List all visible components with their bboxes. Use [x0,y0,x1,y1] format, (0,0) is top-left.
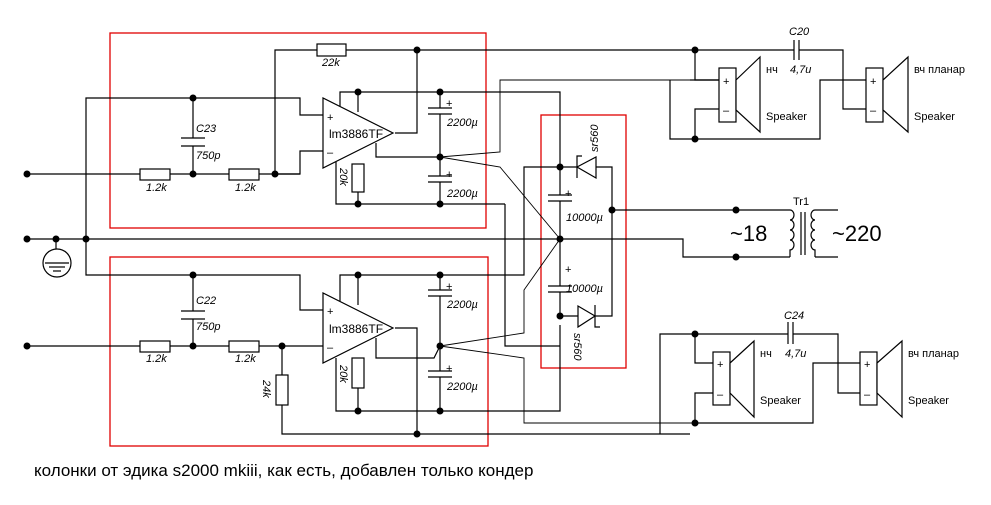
opamp-top-plus: + [327,112,333,124]
tweeter-top-plus: + [870,76,876,88]
label-c24: C24 [784,310,804,322]
woofer-bot-minus: – [717,389,724,401]
label-woofer-top: нч [766,64,778,76]
label-woofer-bottom: нч [760,348,772,360]
cap-psu2-plus: + [565,264,571,276]
opamp-bot-minus: – [327,342,334,354]
resistor-bot-r1 [139,340,171,353]
label-top-r2: 1.2k [235,182,256,194]
label-speaker-tweeter-bottom: Speaker [908,395,949,407]
label-c23-value: 750p [196,150,220,162]
label-speaker-tweeter-top: Speaker [914,111,955,123]
label-c24-value: 4,7u [785,348,806,360]
label-top-r1: 1.2k [146,182,167,194]
label-opamp-bottom: lm3886TF [329,322,383,336]
resistor-top-20k [351,163,365,193]
label-secondary-voltage: ~18 [730,221,767,246]
resistor-bot-r2 [228,340,260,353]
label-c20: C20 [789,26,810,38]
label-diode-top: sr560 [589,124,601,152]
label-primary-voltage: ~220 [832,221,882,246]
label-psu-cap-top: 10000µ [566,212,603,224]
opamp-bottom [322,292,395,364]
label-tr1: Tr1 [793,196,809,208]
cap-psu1-plus: + [565,188,571,200]
diode-sr560-top [575,156,597,180]
input-wires [27,97,560,347]
label-opamp-top: lm3886TF [329,127,383,141]
label-tweeter-bottom: вч планар [908,348,959,360]
resistor-top-r1 [139,168,171,181]
cap-bot1-plus: + [446,281,452,293]
tweeter-top-minus: – [870,105,877,117]
tweeter-bot-plus: + [864,359,870,371]
psu-box [540,114,627,369]
label-bot-20k: 20k [337,364,349,383]
channel-bottom-box [109,256,489,447]
ground-symbol [42,239,72,278]
label-24k: 24k [260,379,272,398]
label-top-c1: 2200µ [446,117,478,129]
resistor-24k [275,374,289,406]
power-supply [548,155,790,329]
label-c22-value: 750p [196,321,220,333]
cap-bot2-plus: + [446,363,452,375]
label-c22: C22 [196,295,216,307]
woofer-bot-plus: + [717,359,723,371]
opamp-top [322,97,395,169]
speakers-bottom [659,322,903,434]
resistor-22k [316,43,347,57]
label-speaker-woofer-top: Speaker [766,111,807,123]
label-bot-r2: 1.2k [235,353,256,365]
woofer-top-plus: + [723,76,729,88]
resistor-bot-20k [351,357,365,389]
cap-top2-plus: + [446,169,452,181]
speakers-top [669,40,909,143]
channel-top-box [109,32,487,229]
label-diode-bottom: sr560 [571,333,583,361]
label-bot-c2: 2200µ [446,381,478,393]
label-bot-r1: 1.2k [146,353,167,365]
cap-top1-plus: + [446,98,452,110]
diode-sr560-bottom [577,304,597,329]
label-psu-cap-bottom: 10000µ [566,283,603,295]
opamp-bot-plus: + [327,306,333,318]
woofer-top-minus: – [723,105,730,117]
channel-top [23,43,700,347]
label-22k: 22k [321,57,340,69]
tweeter-bot-minus: – [864,389,871,401]
transformer-tr1 [789,209,838,258]
label-tweeter-top: вч планар [914,64,965,76]
label-speaker-woofer-bottom: Speaker [760,395,801,407]
label-top-c2: 2200µ [446,188,478,200]
caption: колонки от эдика s2000 mkiii, как есть, … [34,461,533,480]
opamp-top-minus: – [327,147,334,159]
label-bot-c1: 2200µ [446,299,478,311]
resistor-top-r2 [228,168,260,181]
label-c23: C23 [196,123,217,135]
channel-bottom [23,166,695,438]
label-top-20k: 20k [337,167,349,186]
label-c20-value: 4,7u [790,64,811,76]
